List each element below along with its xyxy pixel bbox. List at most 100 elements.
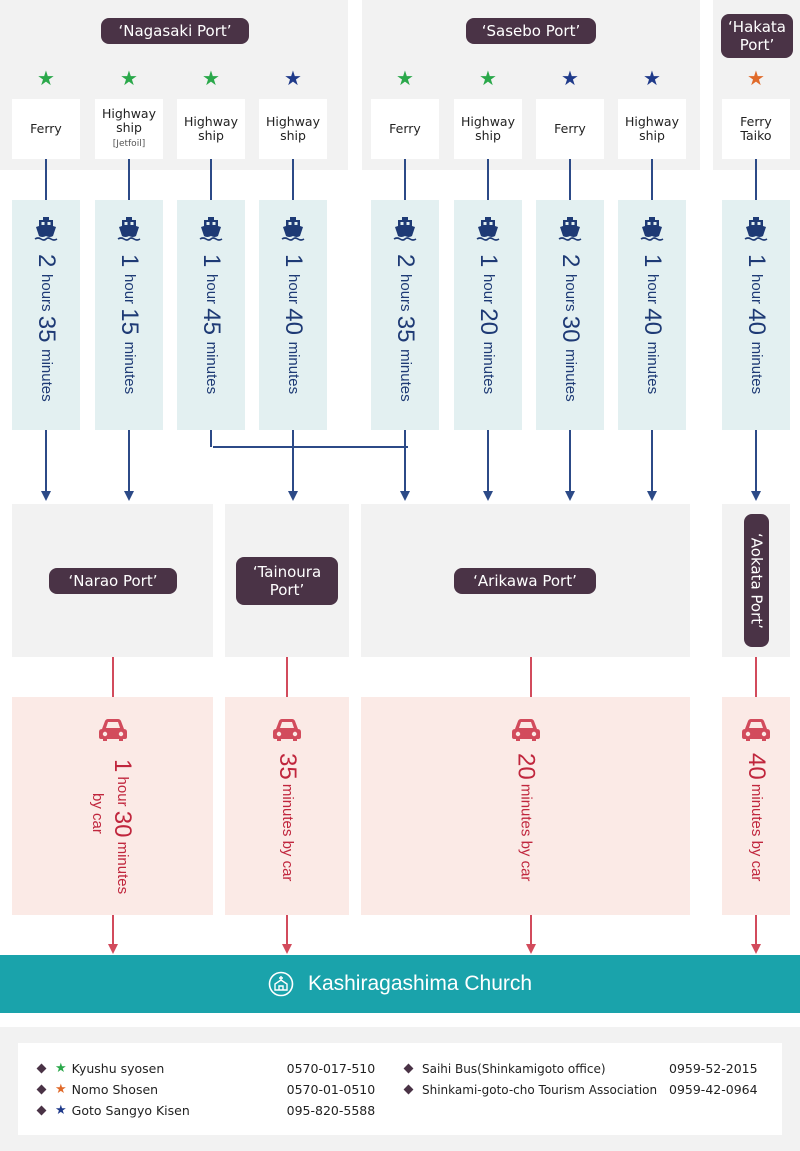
ship-duration-text: 2 hours 35 minutes — [33, 254, 60, 402]
ship-icon — [638, 214, 666, 246]
diamond-icon — [403, 1063, 414, 1074]
ship-icon — [279, 214, 307, 246]
ship-duration-box: 1 hour 40 minutes — [722, 200, 790, 430]
legend-left: ★ Kyushu syosen 0570-017-510 ★ Nomo Shosen 05… — [36, 1058, 378, 1121]
legend-organization: Shinkami-goto-cho Tourism Association — [422, 1082, 658, 1097]
ship-duration-box: 1 hour 20 minutes — [454, 200, 522, 430]
route-arrow — [483, 491, 493, 501]
arikawa-car-text: 20 minutes by car — [512, 753, 540, 882]
ship-type-box: Ferry — [12, 99, 80, 159]
star-icon: ★ — [120, 66, 138, 90]
legend-phone: 095-820-5588 — [286, 1103, 376, 1118]
ship-type-label: Ferry — [30, 121, 62, 136]
tainoura-car-text: 35 minutes by car — [274, 753, 301, 882]
legend-company: Kyushu syosen — [71, 1061, 165, 1076]
ship-type-label: Ferry Taiko — [740, 114, 772, 143]
tainoura-port-text: ‘Tainoura Port’ — [252, 563, 322, 599]
route-line-top — [292, 159, 294, 200]
route-line-top — [210, 159, 212, 200]
car-icon — [740, 717, 772, 745]
tainoura-port-label: ‘Tainoura Port’ — [236, 557, 338, 605]
ship-duration-text: 2 hours 30 minutes — [557, 254, 584, 402]
legend-company: Goto Sangyo Kisen — [71, 1103, 190, 1118]
ship-type-box: Highway ship — [259, 99, 327, 159]
ship-icon — [474, 214, 502, 246]
narao-car-line1: 1 hour 30 minutes — [109, 759, 136, 895]
hakata-port-label: ‘Hakata Port’ — [721, 14, 793, 58]
ship-duration-text: 1 hour 40 minutes — [280, 254, 307, 395]
church-icon — [268, 971, 294, 997]
narao-dest-arrow — [108, 944, 118, 954]
tainoura-car-line — [286, 657, 288, 697]
legend-row: ★ Nomo Shosen 0570-01-0510 — [36, 1079, 378, 1100]
narao-car-line2: by car — [89, 793, 106, 834]
ship-type-box: Ferry Taiko — [722, 99, 790, 159]
route-line-top — [487, 159, 489, 200]
ship-duration-box: 1 hour 15 minutes — [95, 200, 163, 430]
route-line-bottom — [128, 430, 130, 492]
route-line-bottom — [651, 430, 653, 492]
legend-organization: Saihi Bus(Shinkamigoto office) — [422, 1061, 606, 1076]
route-arrow — [400, 491, 410, 501]
car-icon — [271, 717, 303, 745]
route-line-bottom — [487, 430, 489, 492]
route-line-top — [569, 159, 571, 200]
ship-type-box: Highway ship[Jetfoil] — [95, 99, 163, 159]
legend-row: Saihi Bus(Shinkamigoto office) 0959-52-20… — [403, 1058, 775, 1079]
ship-type-box: Ferry — [536, 99, 604, 159]
ship-type-label: Highway ship — [624, 114, 679, 143]
ship-type-label: Ferry — [389, 121, 421, 136]
diamond-icon — [36, 1105, 47, 1116]
route-line-top — [651, 159, 653, 200]
star-icon: ★ — [396, 66, 414, 90]
diamond-icon — [403, 1084, 414, 1095]
tainoura-car-box: 35 minutes by car — [225, 697, 349, 915]
route-line-bottom — [755, 430, 757, 492]
route-arrow — [124, 491, 134, 501]
ship-type-box: Highway ship — [177, 99, 245, 159]
arikawa-dest-line — [530, 915, 532, 945]
ship-duration-text: 2 hours 35 minutes — [392, 254, 419, 402]
aokata-dest-line — [755, 915, 757, 945]
route-arrow — [647, 491, 657, 501]
ship-type-sub: [Jetfoil] — [112, 139, 146, 149]
diamond-icon — [36, 1084, 47, 1095]
route-line-bottom — [292, 430, 294, 492]
ship-duration-box: 1 hour 40 minutes — [618, 200, 686, 430]
legend-phone: 0570-01-0510 — [286, 1082, 376, 1097]
aokata-car-line — [755, 657, 757, 697]
narao-dest-line — [112, 915, 114, 945]
narao-car-line — [112, 657, 114, 697]
star-icon: ★ — [55, 1082, 67, 1097]
ship-icon — [742, 214, 770, 246]
car-icon — [510, 717, 542, 745]
route-line-bottom — [210, 430, 212, 447]
ship-duration-box: 1 hour 45 minutes — [177, 200, 245, 430]
narao-car-box: 1 hour 30 minutes by car — [12, 697, 213, 915]
route-line-top — [128, 159, 130, 200]
ship-type-box: Highway ship — [618, 99, 686, 159]
ship-icon — [115, 214, 143, 246]
star-icon: ★ — [202, 66, 220, 90]
route-line-top — [45, 159, 47, 200]
hakata-port-text: ‘Hakata Port’ — [728, 18, 786, 54]
legend-phone: 0959-52-2015 — [669, 1061, 758, 1076]
legend-phone: 0570-017-510 — [286, 1061, 376, 1076]
legend-company: Nomo Shosen — [71, 1082, 159, 1097]
ship-duration-text: 1 hour 20 minutes — [475, 254, 502, 395]
star-icon: ★ — [37, 66, 55, 90]
route-arrow — [751, 491, 761, 501]
legend-inner — [18, 1043, 782, 1135]
ship-type-label: Ferry — [554, 121, 586, 136]
sasebo-port-label: ‘Sasebo Port’ — [466, 18, 596, 44]
destination-banner: Kashiragashima Church — [0, 955, 800, 1013]
aokata-port-label: ‘Aokata Port’ — [744, 514, 769, 647]
aokata-car-text: 40 minutes by car — [743, 753, 770, 882]
ship-type-box: Ferry — [371, 99, 439, 159]
ship-duration-box: 2 hours 30 minutes — [536, 200, 604, 430]
ship-duration-box: 1 hour 40 minutes — [259, 200, 327, 430]
car-icon — [97, 717, 129, 745]
